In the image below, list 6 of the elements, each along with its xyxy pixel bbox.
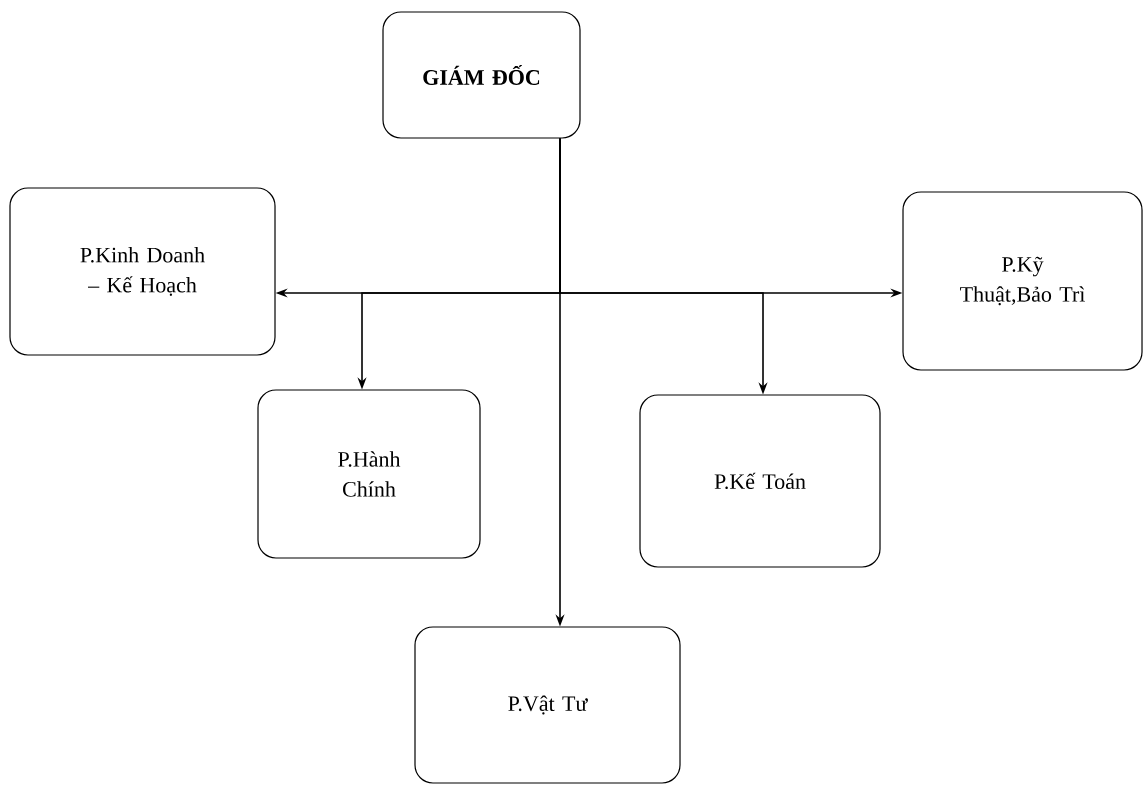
department-box: GIÁM ĐỐC — [382, 11, 581, 139]
department-box: P.Hành Chính — [257, 389, 481, 559]
department-box: P.Kế Toán — [639, 394, 881, 568]
department-box: P.Kỹ Thuật,Bảo Trì — [902, 191, 1143, 371]
department-box: P.Kinh Doanh – Kế Hoạch — [9, 187, 276, 356]
department-box: P.Vật Tư — [414, 626, 681, 784]
